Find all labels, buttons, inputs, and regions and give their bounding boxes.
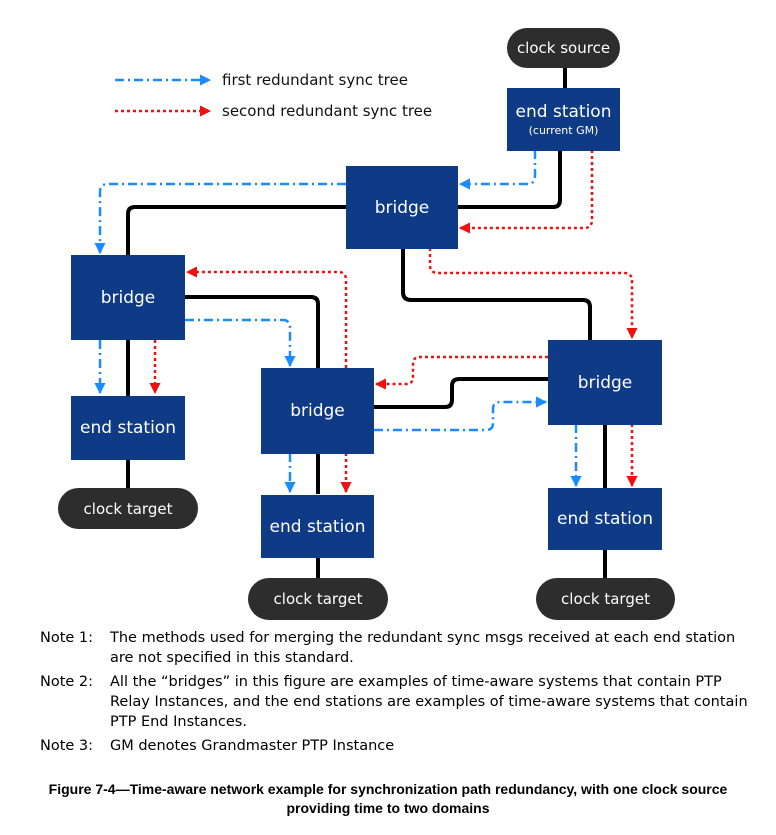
- bridge-right-label: bridge: [577, 372, 633, 393]
- physical-links: [126, 60, 607, 580]
- end-station-right: end station: [548, 488, 662, 550]
- end-station-gm-sublabel: (current GM): [528, 124, 599, 137]
- bridge-left-label: bridge: [100, 287, 156, 308]
- note-2: Note 2: All the “bridges” in this figure…: [40, 672, 760, 732]
- end-station-left-label: end station: [80, 418, 176, 438]
- note-label: Note 1:: [40, 630, 94, 646]
- end-station-gm-label: end station: [515, 102, 612, 122]
- note-text: GM denotes Grandmaster PTP Instance: [110, 738, 395, 754]
- end-station-middle-label: end station: [269, 516, 366, 537]
- second-sync-tree: [149, 150, 638, 494]
- red-gm-to-bridge-top: [458, 150, 594, 234]
- bridge-top: bridge: [346, 166, 458, 249]
- bridge-top-label: bridge: [374, 197, 430, 218]
- notes: Note 1: The methods used for merging the…: [40, 628, 760, 760]
- blue-bridge-left-to-bridge-mid: [185, 318, 296, 368]
- legend-second-label: second redundant sync tree: [222, 102, 433, 120]
- blue-bridge-mid-to-bridge-right: [374, 396, 548, 432]
- clock-target-left-label: clock target: [83, 499, 173, 518]
- note-3: Note 3: GM denotes Grandmaster PTP Insta…: [40, 736, 760, 756]
- link-bridge-top-bridge-left: [126, 205, 346, 255]
- note-text: The methods used for merging the redunda…: [110, 630, 736, 666]
- clock-source: clock source: [507, 28, 620, 68]
- clock-target-right-label: clock target: [561, 590, 650, 608]
- network-diagram: first redundant sync tree second redunda…: [58, 28, 675, 620]
- note-1: Note 1: The methods used for merging the…: [40, 628, 760, 668]
- diagram-links: [94, 60, 638, 580]
- red-bridge-right-to-bridge-mid: [374, 355, 548, 390]
- end-station-middle: end station: [261, 495, 374, 558]
- figure-caption: Figure 7-4—Time-aware network example fo…: [48, 781, 728, 816]
- clock-target-middle: clock target: [248, 578, 388, 620]
- bridge-left: bridge: [71, 255, 185, 340]
- blue-gm-to-bridge-top: [458, 150, 537, 190]
- clock-target-middle-label: clock target: [273, 590, 363, 608]
- bridge-middle: bridge: [261, 368, 374, 454]
- link-bridge-left-bridge-mid: [185, 295, 320, 368]
- link-gm-bridge-top: [456, 150, 562, 209]
- note-label: Note 2:: [40, 674, 94, 690]
- bridge-middle-label: bridge: [290, 401, 345, 421]
- link-bridge-right-bridge-mid: [374, 377, 548, 409]
- first-sync-tree: [94, 150, 582, 494]
- clock-target-right: clock target: [536, 578, 675, 620]
- end-station-right-label: end station: [557, 509, 653, 529]
- clock-target-left: clock target: [58, 488, 198, 529]
- clock-source-label: clock source: [516, 39, 611, 57]
- note-text: All the “bridges” in this figure are exa…: [110, 674, 748, 730]
- end-station-gm: end station (current GM): [507, 88, 620, 151]
- red-bridge-top-to-bridge-right: [428, 248, 638, 340]
- link-bridge-top-bridge-right: [401, 248, 592, 340]
- bridge-right: bridge: [548, 340, 662, 425]
- note-label: Note 3:: [40, 738, 94, 754]
- blue-bridge-top-to-bridge-left: [94, 182, 346, 255]
- legend-first-label: first redundant sync tree: [222, 71, 408, 89]
- end-station-left: end station: [71, 396, 185, 460]
